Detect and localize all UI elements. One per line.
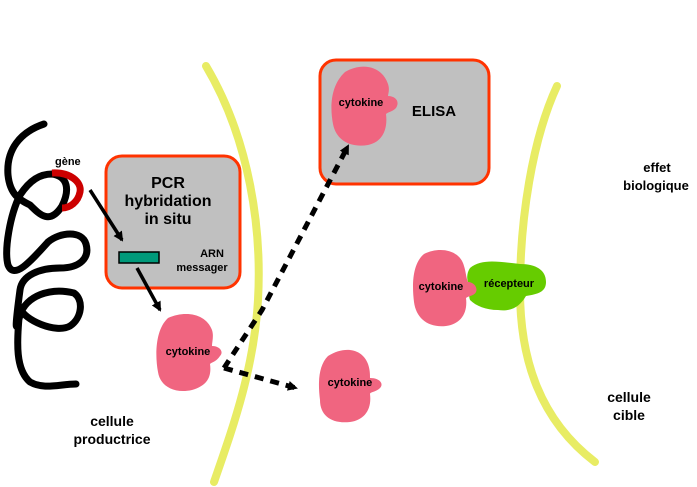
receptor-blob xyxy=(467,261,546,311)
translation-arrow xyxy=(135,267,162,312)
biologique-label: biologique xyxy=(623,178,689,193)
gene-segment xyxy=(51,169,84,212)
cytokine-bound-blob xyxy=(413,250,477,327)
gene-label: gène xyxy=(55,156,81,168)
producer-cell-membrane xyxy=(202,62,263,486)
messager-label: messager xyxy=(176,262,228,274)
dashed-arrow-secretion xyxy=(223,365,298,391)
effet-label: effet xyxy=(643,160,671,175)
cytokine-secreted-blob xyxy=(318,349,382,423)
target-cell-label-line2: cible xyxy=(613,407,645,423)
cytokine-producer-blob xyxy=(156,314,222,392)
cytokine-producer-label: cytokine xyxy=(166,346,211,358)
arn-label: ARN xyxy=(200,248,224,260)
cytokine-elisa-label: cytokine xyxy=(339,97,384,109)
in-situ-label: in situ xyxy=(144,211,191,228)
cytokine-elisa-blob xyxy=(331,66,398,146)
dashed-arrow-to-elisa xyxy=(221,144,351,370)
cytokine-secreted-label: cytokine xyxy=(328,377,373,389)
cytokine-bound-label: cytokine xyxy=(419,281,464,293)
mrna-bar xyxy=(118,251,160,264)
receptor-label: récepteur xyxy=(484,278,535,290)
elisa-label: ELISA xyxy=(412,103,456,120)
target-cell-label-line1: cellule xyxy=(607,389,651,405)
producer-cell-label-line1: cellule xyxy=(90,413,134,429)
producer-cell-label-line2: productrice xyxy=(73,431,150,447)
hybridation-label: hybridation xyxy=(124,193,211,210)
dna-strand xyxy=(3,120,91,390)
transcription-arrow xyxy=(88,189,124,242)
pcr-label: PCR xyxy=(151,175,185,192)
